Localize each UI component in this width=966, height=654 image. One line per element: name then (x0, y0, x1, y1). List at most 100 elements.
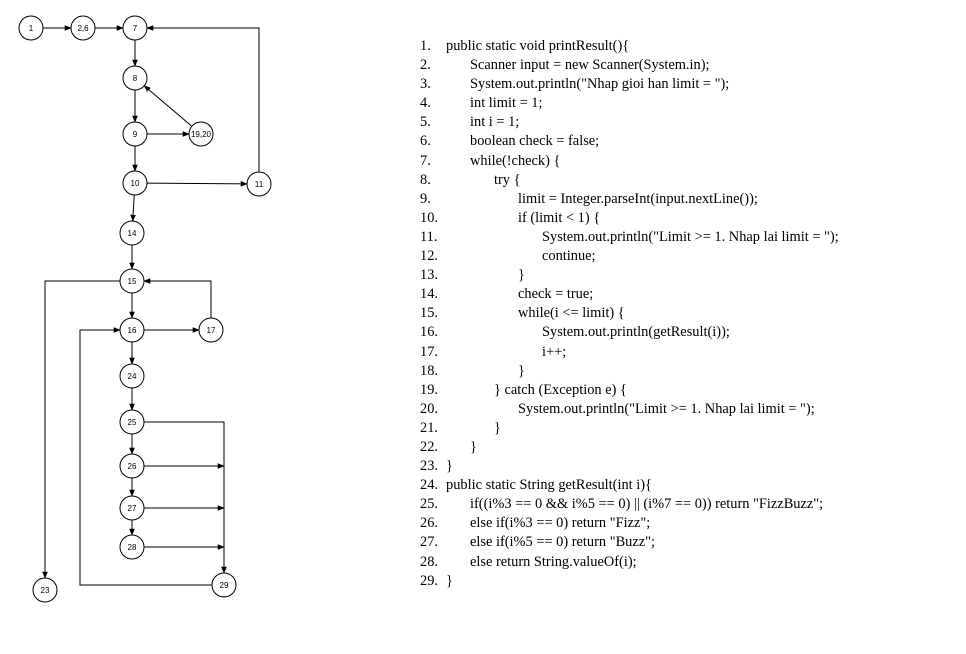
code-line: 14. check = true; (420, 285, 839, 304)
node-circle (70, 15, 96, 41)
node-2-6: 2,6 (70, 15, 96, 41)
node-label: 19,20 (191, 130, 212, 139)
node-label: 7 (133, 24, 138, 33)
code-line: 20. System.out.println("Limit >= 1. Nhap … (420, 400, 839, 419)
node-16: 16 (119, 317, 145, 343)
line-number: 17. (420, 343, 438, 360)
code-line: 11.System.out.println("Limit >= 1. Nhap … (420, 228, 839, 247)
line-text: public static void printResult(){ (446, 38, 630, 54)
node-label: 24 (128, 372, 137, 381)
code-line: 4.int limit = 1; (420, 94, 839, 113)
node-circle (122, 15, 148, 41)
line-number: 4. (420, 95, 431, 112)
edge-17-to-15 (143, 278, 212, 318)
edge-10-to-14 (130, 194, 136, 222)
code-line: 27. else if(i%5 == 0) return "Buzz"; (420, 533, 839, 552)
line-text: while(!check) { (470, 152, 561, 169)
node-label: 10 (131, 179, 140, 188)
node-label: 8 (133, 74, 138, 83)
code-line: 18.} (420, 362, 839, 381)
code-line: 21.} (420, 419, 839, 438)
code-line: 15.while(i <= limit) { (420, 304, 839, 323)
line-text: } (518, 267, 525, 284)
node-label: 9 (133, 130, 138, 139)
line-number: 6. (420, 133, 431, 150)
line-text: check = true; (518, 286, 594, 303)
code-line: 19. } catch (Exception e) { (420, 381, 839, 400)
node-label: 23 (41, 586, 50, 595)
edge-29-to-16 (79, 327, 212, 586)
node-circle (119, 363, 145, 389)
node-14: 14 (119, 220, 145, 246)
node-label: 14 (128, 229, 137, 238)
line-number: 16. (420, 324, 438, 341)
line-number: 20. (420, 400, 438, 417)
line-text: System.out.println("Limit >= 1. Nhap lai… (542, 228, 839, 245)
line-number: 5. (420, 114, 431, 131)
line-number: 12. (420, 248, 438, 265)
code-line: 26.else if(i%3 == 0) return "Fizz"; (420, 514, 839, 533)
line-text: else if(i%3 == 0) return "Fizz"; (470, 515, 651, 532)
node-29: 29 (211, 572, 237, 598)
node-circle (119, 317, 145, 343)
node-label: 1 (29, 24, 34, 33)
code-line: 3.System.out.println("Nhap gioi han limi… (420, 75, 839, 94)
edge-10-to-11 (146, 181, 248, 187)
line-number: 10. (420, 209, 438, 226)
node-label: 15 (128, 277, 137, 286)
code-line: 12.continue; (420, 247, 839, 266)
node-9: 9 (122, 121, 148, 147)
line-number: 13. (420, 267, 438, 284)
node-label: 16 (128, 326, 137, 335)
code-line: 10.if (limit < 1) { (420, 209, 839, 228)
line-text: else if(i%5 == 0) return "Buzz"; (470, 534, 656, 551)
line-number: 22. (420, 438, 438, 455)
line-text: if((i%3 == 0 && i%5 == 0) || (i%7 == 0))… (470, 496, 824, 513)
line-number: 8. (420, 171, 431, 188)
line-text: while(i <= limit) { (518, 305, 625, 322)
code-line: 16. System.out.println(getResult(i)); (420, 323, 839, 342)
line-text: int i = 1; (470, 114, 520, 131)
source-code-listing: 1.public static void printResult(){2.Sca… (420, 37, 839, 591)
node-circle (18, 15, 44, 41)
edge-19-20-to-8 (143, 85, 193, 127)
line-number: 28. (420, 553, 438, 570)
line-text: try { (494, 171, 521, 188)
node-label: 29 (220, 581, 229, 590)
line-text: } (446, 458, 453, 475)
line-text: } catch (Exception e) { (494, 381, 627, 398)
line-number: 19. (420, 381, 438, 398)
line-text: } (470, 438, 477, 455)
node-circle (119, 495, 145, 521)
node-19-20: 19,20 (188, 121, 214, 147)
line-number: 18. (420, 362, 438, 379)
line-number: 27. (420, 534, 438, 551)
line-number: 14. (420, 286, 438, 303)
node-circle (119, 220, 145, 246)
node-circle (32, 577, 58, 603)
node-label: 28 (128, 543, 137, 552)
node-label: 26 (128, 462, 137, 471)
node-11: 11 (246, 171, 272, 197)
node-circle (211, 572, 237, 598)
node-1: 1 (18, 15, 44, 41)
line-text: } (446, 572, 453, 589)
line-number: 7. (420, 152, 431, 169)
edge-15-to-23 (42, 280, 120, 579)
node-circle (122, 65, 148, 91)
line-text: else return String.valueOf(i); (470, 553, 637, 570)
line-text: System.out.println(getResult(i)); (542, 324, 730, 341)
code-line: 29.} (420, 572, 839, 591)
node-circle (119, 534, 145, 560)
node-circle (119, 453, 145, 479)
node-23: 23 (32, 577, 58, 603)
line-number: 29. (420, 572, 438, 589)
line-text: System.out.println("Limit >= 1. Nhap lai… (518, 400, 815, 417)
code-line: 28. else return String.valueOf(i); (420, 553, 839, 572)
node-7: 7 (122, 15, 148, 41)
code-line: 17.i++; (420, 343, 839, 362)
node-circle (122, 121, 148, 147)
node-24: 24 (119, 363, 145, 389)
code-line: 9.limit = Integer.parseInt(input.nextLin… (420, 190, 839, 209)
